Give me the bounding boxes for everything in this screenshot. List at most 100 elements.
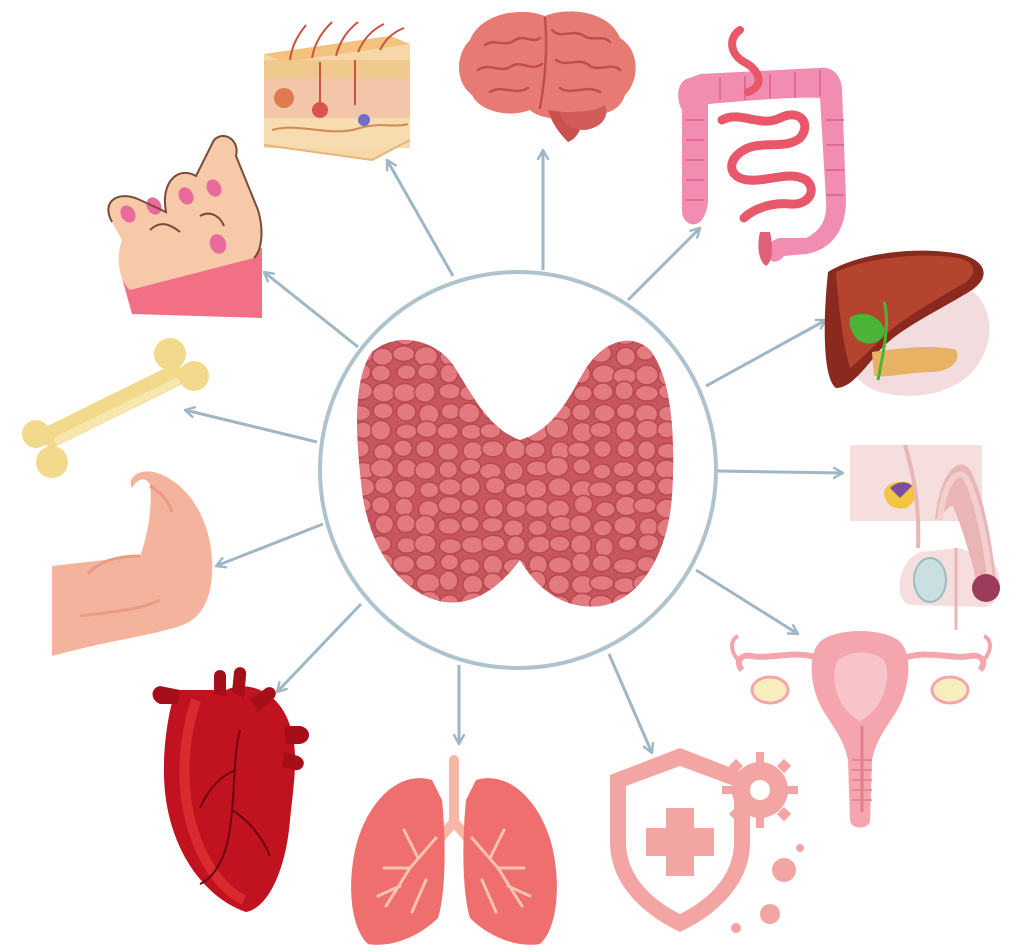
thyroid-lobule xyxy=(637,479,656,495)
thyroid-lobule xyxy=(420,482,439,498)
thyroid-lobule xyxy=(393,555,415,573)
thyroid-lobule xyxy=(441,554,459,570)
thyroid-lobule xyxy=(484,498,503,517)
arrow-to-bone xyxy=(185,410,317,442)
male-reproductive-icon xyxy=(850,445,1000,630)
heart-icon xyxy=(153,667,310,912)
thyroid-lobule xyxy=(507,536,526,555)
thyroid-lobule xyxy=(592,365,615,383)
thyroid-lobule xyxy=(638,534,659,550)
thyroid-lobule xyxy=(574,495,593,513)
thyroid-lobule xyxy=(573,459,591,475)
thyroid-lobule xyxy=(617,440,635,457)
thyroid-lobule xyxy=(504,462,523,481)
thyroid-lobule xyxy=(638,441,656,460)
thyroid-lobule xyxy=(505,482,528,498)
thyroid-lobule xyxy=(574,385,593,401)
thyroid-lobule xyxy=(593,520,612,536)
thyroid-lobule xyxy=(414,535,436,554)
arrow-to-intestines xyxy=(628,228,700,300)
thyroid-lobule xyxy=(439,479,462,496)
thyroid-lobule xyxy=(482,441,505,457)
thyroid-lobule xyxy=(461,516,480,532)
thyroid-lobule xyxy=(639,518,658,537)
thyroid-lobule xyxy=(415,462,436,480)
thyroid-lobule xyxy=(613,559,637,574)
thyroid-lobule xyxy=(414,382,435,402)
brain-icon xyxy=(459,11,636,142)
intestines-icon xyxy=(678,30,846,266)
thyroid-lobule xyxy=(482,535,505,551)
arrow-to-heart xyxy=(277,604,361,692)
thyroid-lobule xyxy=(438,443,459,461)
arrow-to-female-reproductive xyxy=(696,570,798,634)
thyroid-lobule xyxy=(461,477,481,497)
thyroid-lobule xyxy=(415,515,436,535)
thyroid-lobule xyxy=(595,538,613,557)
thyroid-lobule xyxy=(371,365,390,381)
thyroid-lobule xyxy=(395,498,413,516)
thyroid-lobule xyxy=(592,555,611,572)
thyroid-lobule xyxy=(615,480,635,496)
arrow-to-immune xyxy=(609,654,652,753)
thyroid-lobule xyxy=(393,383,416,402)
thyroid-lobule xyxy=(439,538,461,554)
thyroid-lobule xyxy=(572,404,591,421)
thyroid-lobule xyxy=(525,442,546,458)
thyroid-lobule xyxy=(635,386,658,402)
thyroid-lobule xyxy=(461,499,479,515)
arrow-to-liver xyxy=(706,320,826,386)
thyroid-lobule xyxy=(570,515,591,533)
thyroid-lobule xyxy=(437,423,458,439)
thyroid-lobule xyxy=(589,482,613,498)
thyroid-lobule xyxy=(374,444,393,461)
thyroid-lobule xyxy=(526,499,549,518)
thyroid-lobule xyxy=(439,461,458,478)
thyroid-lobule xyxy=(634,498,657,514)
thyroid-lobule xyxy=(482,517,504,532)
thyroid-lobule xyxy=(505,440,526,459)
thyroid-lobule xyxy=(614,516,637,535)
thyroid-lobule xyxy=(637,460,656,477)
thyroid-lobule xyxy=(506,500,526,518)
bone-icon xyxy=(22,338,209,478)
thyroid-lobule xyxy=(372,496,391,514)
hand-nails-icon xyxy=(108,136,262,318)
arrow-to-skin xyxy=(387,160,453,276)
immune-shield-icon xyxy=(610,748,804,933)
thyroid-lobule xyxy=(568,442,591,457)
thyroid-lobule xyxy=(372,348,393,365)
thyroid-lobule xyxy=(439,383,461,399)
thyroid-lobule xyxy=(397,403,416,421)
thyroid-lobule xyxy=(636,365,659,385)
thyroid-lobule xyxy=(397,459,417,478)
thyroid-lobule xyxy=(614,577,636,592)
thyroid-lobule xyxy=(593,383,613,401)
thyroid-lobule xyxy=(637,420,659,439)
thyroid-lobule xyxy=(394,440,413,457)
thyroid-lobule xyxy=(416,421,437,438)
thyroid-lobule xyxy=(460,558,481,574)
thyroid-lobule xyxy=(414,346,437,366)
thyroid-lobule xyxy=(439,571,458,591)
thyroid-lobule xyxy=(394,480,415,499)
thyroid-lobule xyxy=(485,477,505,494)
thyroid-lobule xyxy=(370,459,393,477)
liver-icon xyxy=(825,251,990,396)
lungs-icon xyxy=(351,760,557,945)
thyroid-lobule xyxy=(590,422,612,437)
thyroid-lobule xyxy=(375,477,394,494)
thyroid-lobule xyxy=(528,536,551,553)
thyroid-lobule xyxy=(572,553,591,572)
muscle-arm-icon xyxy=(52,471,212,656)
thyroid-lobule xyxy=(616,421,636,441)
thyroid-lobule xyxy=(397,365,416,380)
thyroid-lobule xyxy=(416,573,440,592)
thyroid-lobule xyxy=(416,441,435,458)
thyroid-lobule xyxy=(461,537,484,554)
thyroid-lobule xyxy=(458,403,480,423)
thyroid-lobule xyxy=(438,518,461,535)
thyroid-lobule xyxy=(593,464,611,479)
